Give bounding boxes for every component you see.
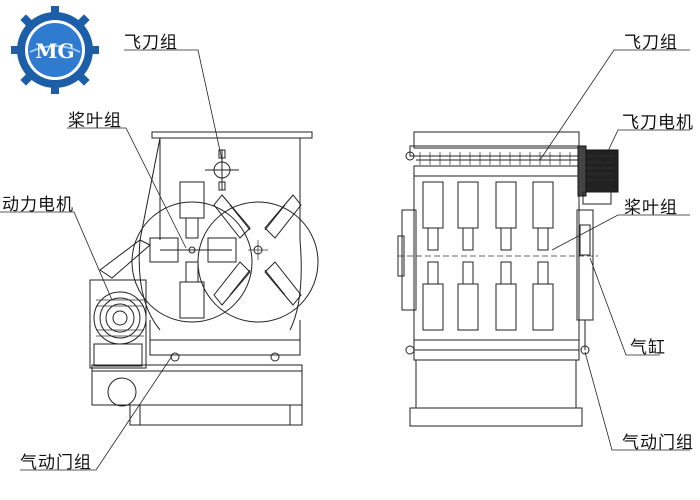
right-side-view — [397, 49, 690, 451]
power-motor-left — [89, 239, 151, 369]
label-pneumatic-door-right: 气动门组 — [622, 433, 694, 453]
label-pneumatic-door-left: 气动门组 — [20, 453, 92, 473]
left-end-view — [0, 49, 319, 471]
label-power-motor: 动力电机 — [2, 195, 74, 215]
label-paddle-group-left: 桨叶组 — [68, 111, 122, 131]
fly-knife-left — [205, 149, 239, 191]
paddles-side-view — [422, 181, 554, 331]
fly-knife-rail — [419, 152, 571, 165]
fly-knife-motor — [577, 145, 619, 205]
paddles-left-view — [149, 181, 302, 319]
label-cylinder: 气缸 — [630, 338, 666, 358]
mg-logo: MG — [11, 6, 99, 94]
label-paddle-group-right: 桨叶组 — [624, 198, 678, 218]
label-fly-knife-group-left: 飞刀组 — [124, 33, 178, 53]
logo-text: MG — [35, 39, 74, 63]
label-fly-knife-group-right: 飞刀组 — [624, 33, 678, 53]
label-fly-knife-motor: 飞刀电机 — [622, 113, 694, 133]
